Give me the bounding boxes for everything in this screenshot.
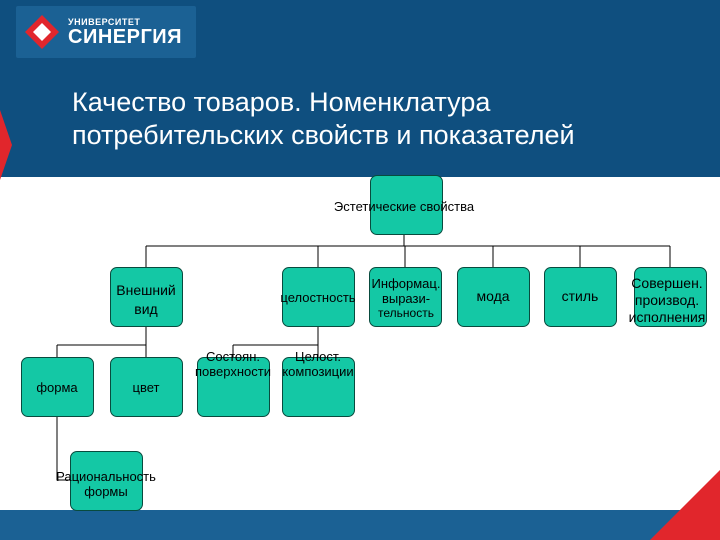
node-integrity xyxy=(282,267,355,327)
label-integrity: целостность xyxy=(280,290,356,305)
node-external-view xyxy=(110,267,183,327)
label-informational: Информац. вырази- тельность xyxy=(371,276,441,320)
node-form-rationality xyxy=(70,451,143,511)
node-style xyxy=(544,267,617,327)
node-fashion xyxy=(457,267,530,327)
page-title: Качество товаров. Номенклатура потребите… xyxy=(72,86,712,152)
label-fashion: мода xyxy=(476,288,510,304)
node-perfection xyxy=(634,267,707,327)
logo-bottom-text: СИНЕРГИЯ xyxy=(68,26,183,48)
logo-diamond-icon xyxy=(25,15,59,49)
label-aesthetic-properties: Эстетические свойства xyxy=(333,199,475,214)
label-surface-state: Состоян. поверхности xyxy=(195,349,271,379)
node-surface-state xyxy=(197,357,270,417)
label-perfection: Совершен. производ. исполнения xyxy=(628,275,706,325)
side-red-triangle xyxy=(0,110,12,180)
label-color: цвет xyxy=(132,380,160,395)
label-style: стиль xyxy=(561,288,599,304)
label-composition-integrity: Целост. композиции xyxy=(282,349,354,379)
title-line-2: потребительских свойств и показателей xyxy=(72,120,575,150)
logo-top-text: УНИВЕРСИТЕТ xyxy=(68,17,141,27)
label-form-rationality: Рациональность формы xyxy=(56,469,156,499)
label-external-view: Внешний вид xyxy=(116,282,176,317)
slide-footer xyxy=(0,510,720,540)
connector-form-rationality xyxy=(56,417,70,481)
node-color xyxy=(110,357,183,417)
label-form: форма xyxy=(36,380,78,395)
node-composition-integrity xyxy=(282,357,355,417)
node-aesthetic-properties xyxy=(370,175,443,235)
node-form xyxy=(21,357,94,417)
university-logo: УНИВЕРСИТЕТ СИНЕРГИЯ xyxy=(16,6,196,58)
node-informational xyxy=(369,267,442,327)
title-line-1: Качество товаров. Номенклатура xyxy=(72,87,491,117)
corner-red-triangle xyxy=(650,470,720,540)
